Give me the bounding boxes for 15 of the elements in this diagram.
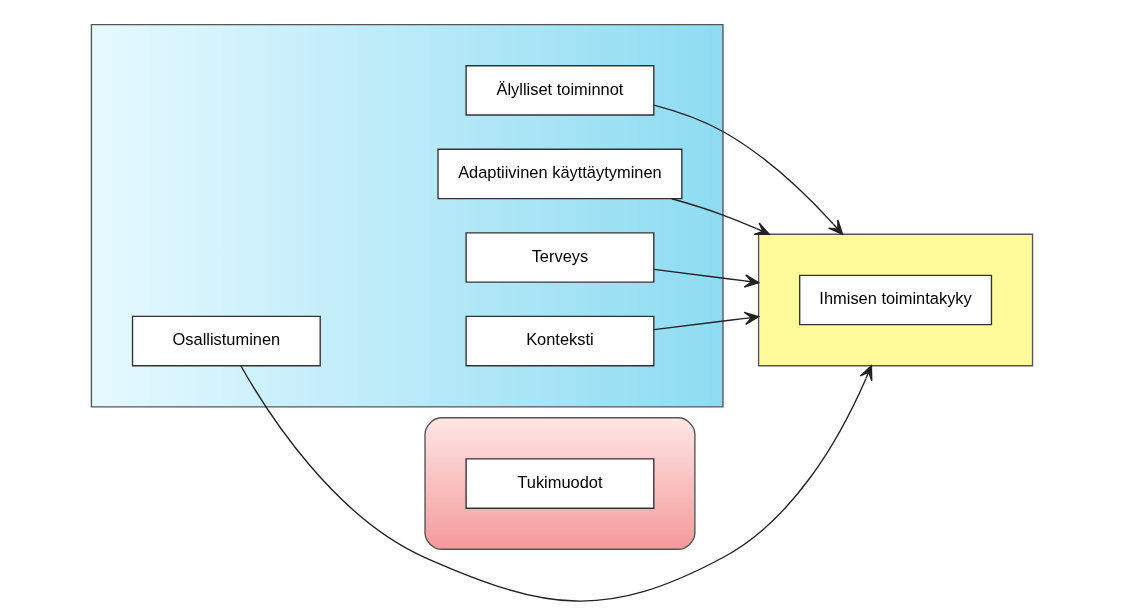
node-box: Terveys: [464, 232, 654, 283]
arrow: [652, 311, 759, 331]
node-box: Osallistuminen: [131, 315, 321, 367]
arrow: [652, 104, 843, 235]
node-box: Älylliset toiminnot: [464, 65, 654, 116]
cluster: [423, 417, 696, 550]
node-box: Konteksti: [464, 315, 654, 367]
cluster: [90, 23, 724, 408]
arrow: [670, 198, 770, 235]
arrow: [652, 268, 759, 288]
node-box: Adaptiivinen käyttäytyminen: [436, 148, 683, 200]
arrow: [239, 365, 872, 602]
node-box: Ihmisen toimintakyky: [798, 274, 992, 326]
cluster: [757, 233, 1033, 367]
node-box: Tukimuodot: [464, 458, 654, 509]
